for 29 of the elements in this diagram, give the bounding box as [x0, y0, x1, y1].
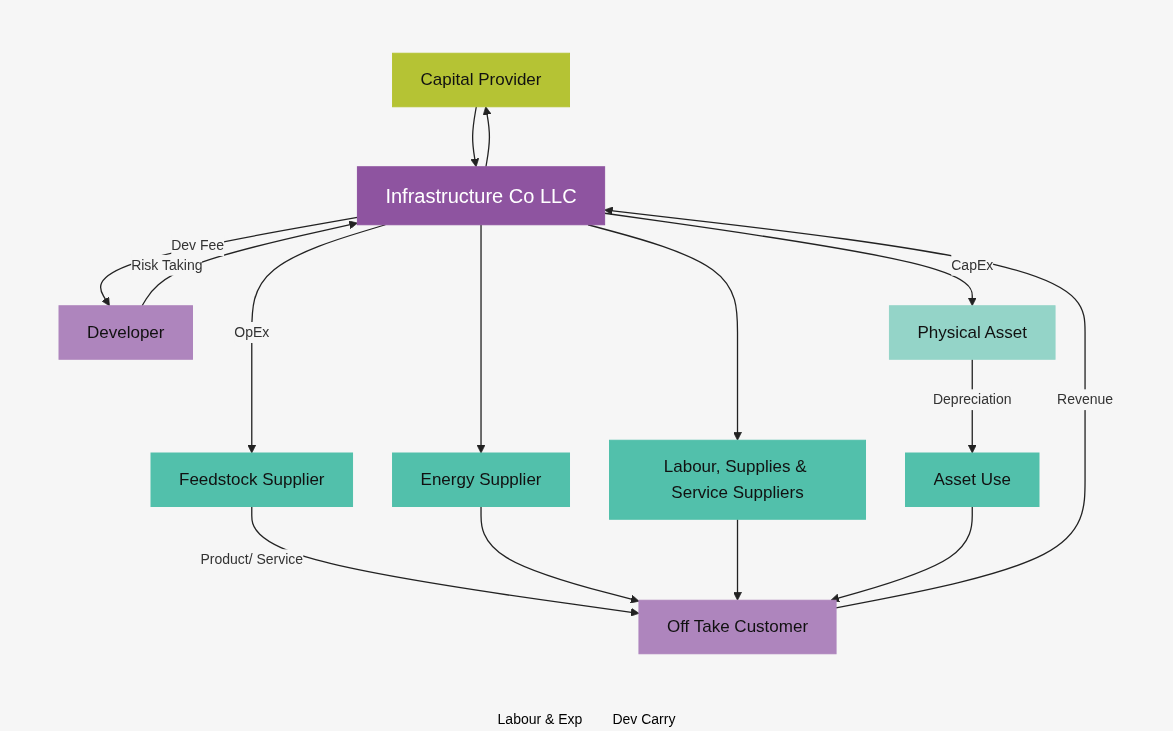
- arrow: [830, 505, 974, 603]
- node-box: Labour, Supplies & Service Suppliers: [609, 439, 867, 520]
- arrow: [251, 505, 640, 617]
- edge-label: Depreciation: [933, 391, 1013, 408]
- node-box: Asset Use: [905, 452, 1040, 507]
- note-text: Labour & Exp: [497, 711, 583, 727]
- node-box: Physical Asset: [889, 305, 1056, 360]
- arrow: [587, 224, 743, 441]
- node-box: Off Take Customer: [638, 599, 837, 655]
- edge-label: Dev Fee: [171, 236, 225, 253]
- node-box: Energy Supplier: [392, 452, 571, 507]
- arrow: [483, 106, 492, 168]
- node-box: Infrastructure Co LLC: [357, 166, 606, 226]
- arrow: [604, 206, 1087, 609]
- edge-label: OpEx: [234, 324, 270, 340]
- arrow: [480, 505, 640, 604]
- arrow: [141, 220, 359, 307]
- edge-label: Risk Taking: [131, 256, 203, 273]
- arrow: [733, 518, 743, 601]
- note-text: Dev Carry: [612, 711, 676, 727]
- arrow: [477, 224, 486, 454]
- node-box: Developer: [58, 305, 194, 360]
- arrow: [604, 212, 978, 307]
- node-box: Capital Provider: [392, 52, 571, 108]
- edge-label: Revenue: [1057, 391, 1114, 408]
- edge-label: Product/ Service: [200, 551, 304, 568]
- node-box: Feedstock Supplier: [150, 452, 354, 507]
- edge-label: CapEx: [951, 256, 994, 273]
- arrow: [470, 106, 480, 168]
